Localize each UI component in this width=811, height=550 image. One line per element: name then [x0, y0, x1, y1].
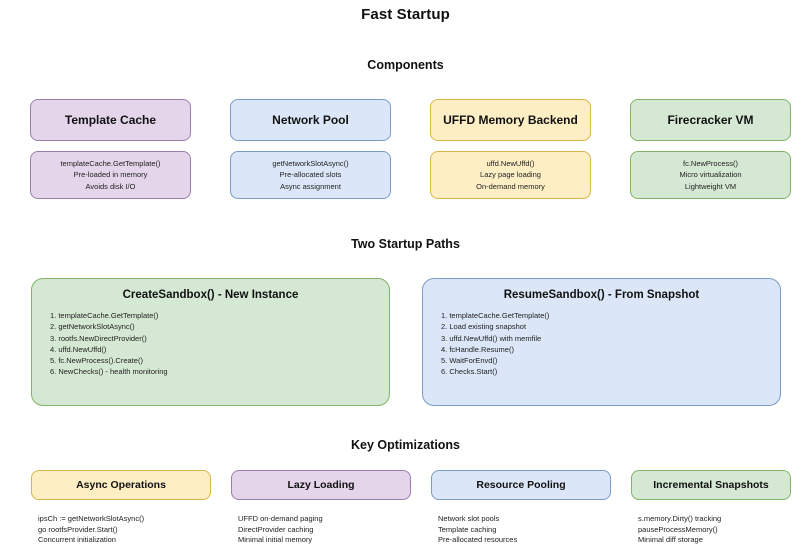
optimization-details-lazy-loading: UFFD on-demand paging DirectProvider cac… — [238, 514, 428, 546]
optimization-detail-line: ipsCh := getNetworkSlotAsync() — [38, 514, 145, 523]
optimization-details-incremental-snapshots: s.memory.Dirty() tracking pauseProcessMe… — [638, 514, 808, 546]
component-title: UFFD Memory Backend — [443, 113, 578, 127]
startup-path-step: 6. NewChecks() - health monitoring — [50, 367, 168, 377]
startup-path-resume-sandbox[interactable]: ResumeSandbox() - From Snapshot 1. templ… — [422, 278, 781, 406]
component-card-uffd-memory-backend[interactable]: UFFD Memory Backend — [430, 99, 591, 141]
component-detail-line: getNetworkSlotAsync() — [272, 158, 349, 168]
startup-path-steps: 1. templateCache.GetTemplate() 2. getNet… — [32, 310, 389, 378]
optimization-detail-line: pauseProcessMemory() — [638, 524, 718, 534]
component-card-network-pool[interactable]: Network Pool — [230, 99, 391, 141]
startup-path-create-sandbox[interactable]: CreateSandbox() - New Instance 1. templa… — [31, 278, 390, 406]
startup-path-step: 5. WaitForEnvd() — [441, 356, 498, 366]
page-title: Fast Startup — [361, 6, 450, 23]
optimization-title: Lazy Loading — [287, 479, 355, 491]
startup-path-step: 3. rootfs.NewDirectProvider() — [50, 333, 147, 343]
startup-path-step: 5. fc.NewProcess().Create() — [50, 356, 143, 366]
component-detail-line: Lightweight VM — [684, 181, 737, 191]
component-card-firecracker-vm[interactable]: Firecracker VM — [630, 99, 791, 141]
component-detail-line: fc.NewProcess() — [682, 158, 738, 168]
optimization-detail-line: Concurrent initialization — [38, 535, 116, 544]
component-detail-line: Micro virtualization — [679, 170, 742, 180]
component-details-template-cache: templateCache.GetTemplate() Pre-loaded i… — [30, 151, 191, 199]
optimization-card-incremental-snapshots[interactable]: Incremental Snapshots — [631, 470, 791, 500]
startup-path-step: 4. fcHandle.Resume() — [441, 344, 514, 354]
component-detail-line: Pre-loaded in memory — [73, 170, 148, 180]
startup-path-step: 6. Checks.Start() — [441, 367, 498, 377]
optimization-detail-line: go rootfsProvider.Start() — [38, 524, 118, 534]
startup-path-steps: 1. templateCache.GetTemplate() 2. Load e… — [423, 310, 780, 378]
component-details-network-pool: getNetworkSlotAsync() Pre-allocated slot… — [230, 151, 391, 199]
component-details-firecracker-vm: fc.NewProcess() Micro virtualization Lig… — [630, 151, 791, 199]
component-title: Template Cache — [64, 113, 157, 127]
component-detail-line: Lazy page loading — [480, 170, 541, 180]
optimization-details-async-operations: ipsCh := getNetworkSlotAsync() go rootfs… — [38, 514, 228, 546]
startup-path-step: 2. Load existing snapshot — [441, 322, 527, 332]
component-title: Network Pool — [272, 113, 349, 127]
startup-path-step: 4. uffd.NewUffd() — [50, 344, 107, 354]
component-detail-line: uffd.NewUffd() — [486, 158, 535, 168]
component-detail-line: Async assignment — [280, 181, 341, 191]
optimization-title: Async Operations — [76, 479, 166, 491]
optimization-card-lazy-loading[interactable]: Lazy Loading — [231, 470, 411, 500]
startup-path-title: ResumeSandbox() - From Snapshot — [503, 289, 700, 301]
startup-path-step: 1. templateCache.GetTemplate() — [50, 311, 159, 320]
optimization-card-resource-pooling[interactable]: Resource Pooling — [431, 470, 611, 500]
component-detail-line: On-demand memory — [476, 181, 545, 191]
optimization-title: Resource Pooling — [476, 479, 566, 491]
startup-path-step: 3. uffd.NewUffd() with memfile — [441, 333, 542, 343]
component-details-uffd-memory-backend: uffd.NewUffd() Lazy page loading On-dema… — [430, 151, 591, 199]
optimization-detail-line: Network slot pools — [438, 514, 500, 523]
section-title-components: Components — [367, 58, 444, 72]
optimization-detail-line: Minimal diff storage — [638, 535, 703, 544]
optimization-detail-line: DirectProvider caching — [238, 524, 314, 534]
component-card-template-cache[interactable]: Template Cache — [30, 99, 191, 141]
optimization-details-resource-pooling: Network slot pools Template caching Pre-… — [438, 514, 628, 546]
optimization-detail-line: Template caching — [438, 524, 497, 534]
component-detail-line: Avoids disk I/O — [85, 181, 136, 191]
optimization-detail-line: Minimal initial memory — [238, 535, 313, 544]
section-title-startup-paths: Two Startup Paths — [351, 237, 460, 251]
startup-path-step: 2. getNetworkSlotAsync() — [50, 322, 135, 332]
component-title: Firecracker VM — [667, 113, 754, 127]
startup-path-step: 1. templateCache.GetTemplate() — [441, 311, 550, 320]
optimization-title: Incremental Snapshots — [653, 479, 769, 491]
optimization-detail-line: UFFD on-demand paging — [238, 514, 323, 523]
optimization-card-async-operations[interactable]: Async Operations — [31, 470, 211, 500]
optimization-detail-line: s.memory.Dirty() tracking — [638, 514, 722, 523]
optimization-detail-line: Pre-allocated resources — [438, 535, 518, 544]
component-detail-line: Pre-allocated slots — [279, 170, 342, 180]
section-title-key-optimizations: Key Optimizations — [350, 438, 461, 452]
component-detail-line: templateCache.GetTemplate() — [60, 158, 161, 168]
startup-path-title: CreateSandbox() - New Instance — [122, 289, 299, 301]
